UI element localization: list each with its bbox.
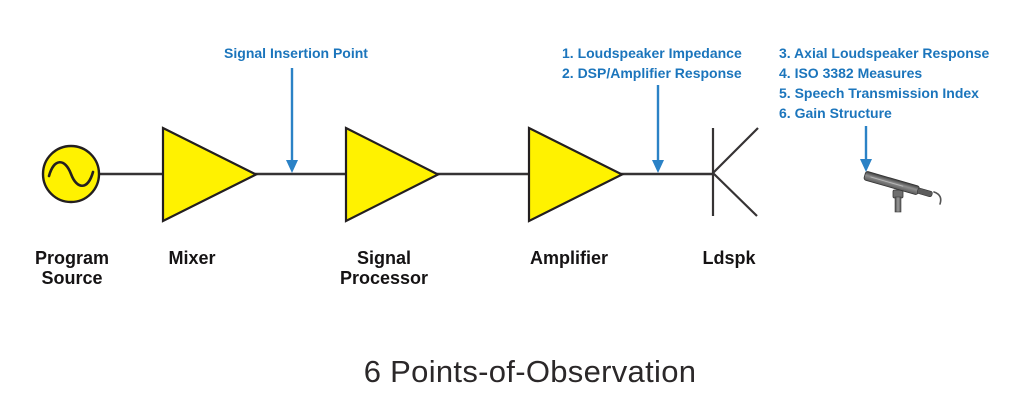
- program-source-label: Program Source: [34, 248, 110, 288]
- observation-item-2: 2. DSP/Amplifier Response: [562, 65, 742, 81]
- signal-processor-label: Signal Processor: [339, 248, 429, 288]
- mixer-label: Mixer: [168, 248, 216, 268]
- loudspeaker-label: Ldspk: [702, 248, 756, 268]
- amplifier-label: Amplifier: [529, 248, 609, 268]
- figure-title: 6 Points-of-Observation: [363, 354, 697, 389]
- signal-insertion-point-label: Signal Insertion Point: [224, 45, 368, 61]
- microphone-arrow-icon: [860, 126, 872, 172]
- mixer-triangle-icon: [161, 126, 259, 223]
- observation-item-4: 4. ISO 3382 Measures: [779, 65, 923, 81]
- signal-processor-triangle-icon: [344, 126, 441, 223]
- microphone-icon: [863, 171, 942, 213]
- observation-item-5: 5. Speech Transmission Index: [779, 85, 979, 101]
- amplifier-triangle-icon: [527, 126, 625, 223]
- loudspeaker-icon: [711, 127, 759, 217]
- insertion-point-arrow-icon: [286, 68, 298, 173]
- observation-item-6: 6. Gain Structure: [779, 105, 892, 121]
- amp-output-observation-list: 1. Loudspeaker Impedance 2. DSP/Amplifie…: [562, 43, 742, 83]
- observation-item-3: 3. Axial Loudspeaker Response: [779, 45, 990, 61]
- amp-output-arrow-icon: [652, 85, 664, 173]
- acoustic-observation-list: 3. Axial Loudspeaker Response 4. ISO 338…: [779, 43, 989, 123]
- sine-source-icon: [41, 144, 101, 204]
- observation-item-1: 1. Loudspeaker Impedance: [562, 45, 742, 61]
